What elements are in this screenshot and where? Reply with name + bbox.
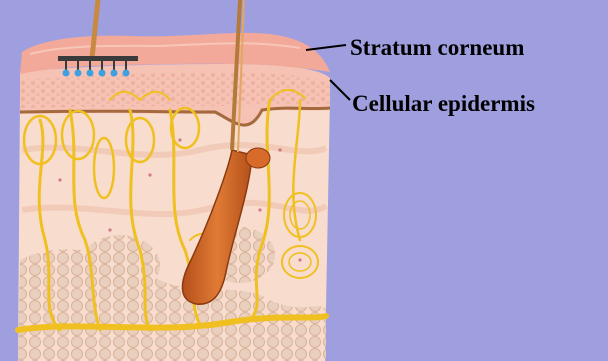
cellular-epidermis-leader-line — [330, 80, 350, 100]
stratum-corneum-leader-line — [306, 45, 346, 50]
stratum-corneum-label: Stratum corneum — [350, 36, 524, 59]
cellular-epidermis-label: Cellular epidermis — [352, 92, 535, 115]
